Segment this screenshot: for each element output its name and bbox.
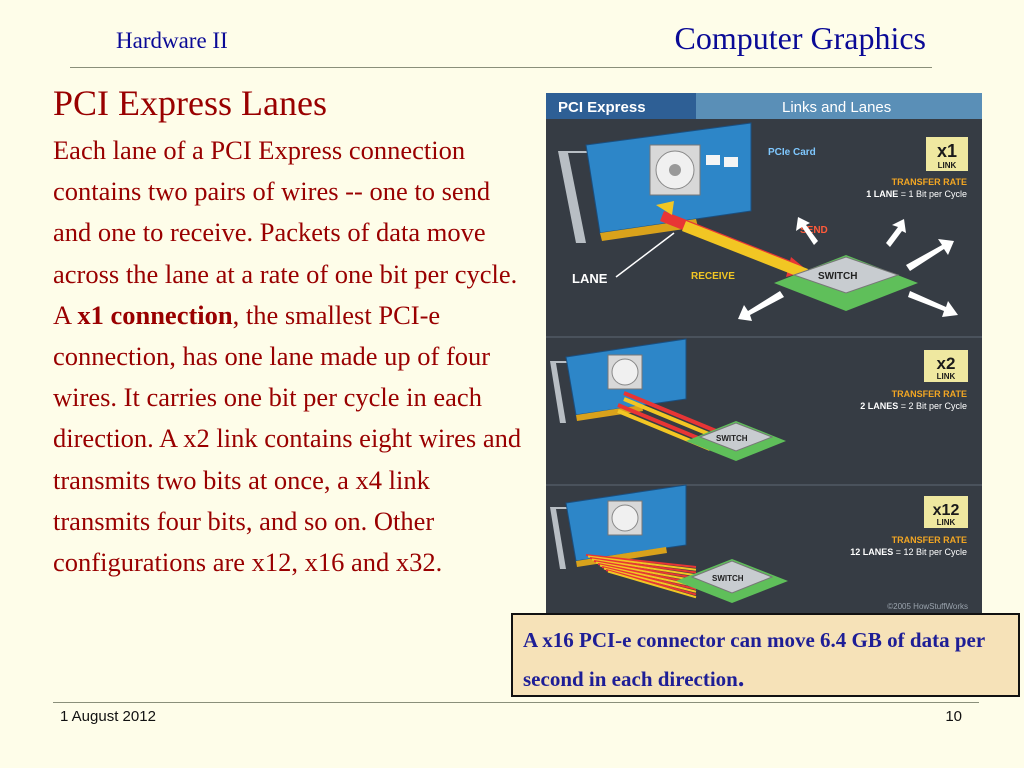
lane-wire — [587, 555, 697, 571]
direction-arrow-icon — [738, 291, 784, 321]
fan-icon — [611, 358, 639, 386]
lanes-rate-text: 2 LANES = 2 Bit per Cycle — [860, 401, 967, 411]
lane-wire — [595, 561, 697, 582]
link-badge — [924, 496, 968, 528]
lane-wire — [607, 570, 697, 599]
card-bracket — [558, 151, 594, 243]
lane-wire — [623, 397, 717, 439]
section-title: Hardware II — [116, 28, 228, 53]
switch-label: SWITCH — [716, 434, 748, 443]
switch-chip — [698, 422, 774, 452]
footer-date: 1 August 2012 — [60, 708, 156, 725]
fan-icon — [611, 504, 639, 532]
panel-x1: PCIe Card SEND RECEIVE LANE SWITCH x1 LI… — [558, 122, 968, 321]
receive-arrowhead — [656, 201, 674, 215]
pci-express-illustration: PCI Express Links and Lanes PCIe Card — [546, 93, 982, 611]
lane-wire — [605, 569, 697, 596]
link-badge-top: x12 — [933, 502, 960, 519]
link-badge — [926, 137, 968, 171]
lane-wire — [585, 554, 697, 568]
lanes-rate-text: 1 LANE = 1 Bit per Cycle — [866, 189, 967, 199]
lane-wire — [599, 564, 697, 588]
credit-text: ©2005 HowStuffWorks — [887, 602, 968, 611]
footer-divider — [53, 702, 979, 703]
card-bracket — [550, 361, 572, 423]
link-badge-bottom: LINK — [937, 372, 956, 381]
header-divider — [70, 67, 932, 68]
lane-wire — [593, 560, 697, 579]
direction-arrow-icon — [886, 219, 906, 247]
transfer-rate-label: TRANSFER RATE — [892, 389, 967, 399]
link-badge — [924, 350, 968, 382]
switch-chip — [690, 560, 774, 594]
lane-wire — [601, 566, 697, 590]
lane-wire — [591, 558, 697, 577]
lane-pointer — [615, 232, 675, 278]
receive-label: RECEIVE — [691, 271, 735, 282]
panel-x12: SWITCH x12 LINK TRANSFER RATE 12 LANES =… — [550, 484, 968, 611]
card-label: PCIe Card — [768, 147, 816, 158]
caption-text: A x16 PCI-e connector can move 6.4 GB of… — [523, 628, 985, 691]
lane-wire — [589, 557, 697, 574]
send-label: SEND — [800, 225, 828, 236]
transfer-rate-label: TRANSFER RATE — [892, 177, 967, 187]
card-chip — [724, 157, 738, 167]
transfer-rate-label: TRANSFER RATE — [892, 535, 967, 545]
receive-arrow — [682, 221, 808, 279]
switch-label: SWITCH — [712, 574, 744, 583]
fan-hub — [669, 164, 681, 176]
caption-period: . — [737, 663, 745, 692]
slide-title: PCI Express Lanes — [53, 83, 327, 123]
direction-arrow-icon — [906, 239, 954, 271]
lane-wire — [623, 391, 717, 433]
card-bracket — [550, 507, 572, 569]
lane-wire — [603, 567, 697, 593]
page-number: 10 — [945, 708, 962, 725]
body-text-part2: , the smallest PCI-e connection, has one… — [53, 299, 522, 578]
figure-banner-left — [546, 93, 696, 119]
slide-body: Each lane of a PCI Express connection co… — [53, 130, 525, 583]
link-badge-bottom: LINK — [938, 161, 957, 170]
pci-express-figure: PCI Express Links and Lanes PCIe Card — [546, 93, 982, 614]
direction-arrow-icon — [796, 217, 818, 245]
direction-arrow-icon — [908, 291, 958, 317]
lane-wire — [617, 403, 711, 445]
course-title: Computer Graphics — [674, 20, 927, 56]
body-text-part1: Each lane of a PCI Express connection co… — [53, 135, 518, 330]
figure-title-left: PCI Express — [558, 99, 646, 116]
link-badge-top: x1 — [937, 141, 957, 161]
lane-wires — [585, 554, 697, 599]
switch-chip — [792, 256, 900, 294]
lanes-rate-text: 12 LANES = 12 Bit per Cycle — [850, 547, 967, 557]
switch-label: SWITCH — [818, 271, 857, 282]
card-chip — [706, 155, 720, 165]
figure-title-right: Links and Lanes — [782, 99, 891, 116]
caption-box: A x16 PCI-e connector can move 6.4 GB of… — [511, 613, 1020, 697]
link-badge-top: x2 — [937, 354, 956, 373]
lane-label: LANE — [572, 271, 608, 286]
link-badge-bottom: LINK — [937, 518, 956, 527]
body-text-bold: x1 connection — [77, 299, 233, 330]
panel-x2: SWITCH x2 LINK TRANSFER RATE 2 LANES = 2… — [550, 338, 968, 461]
